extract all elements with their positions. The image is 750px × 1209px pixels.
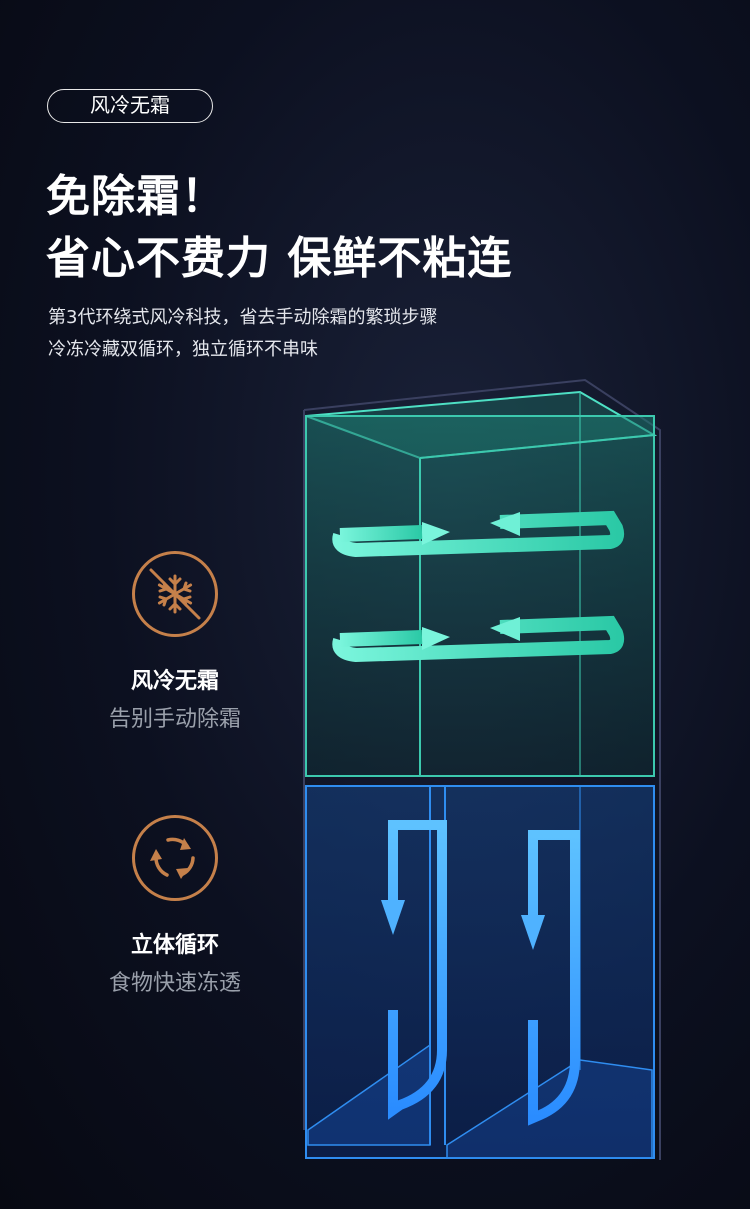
description-line-2: 冷冻冷藏双循环，独立循环不串味 (48, 339, 318, 360)
cycle-arrows-icon (132, 815, 218, 901)
feature-title: 立体循环 (130, 933, 219, 958)
cabinet-frame (303, 378, 661, 1160)
freezer-compartment (305, 785, 655, 1159)
description-line-1: 第3代环绕式风冷科技，省去手动除霜的繁琐步骤 (48, 307, 438, 328)
feature-frost-free: 风冷无霜 告别手动除霜 (90, 551, 260, 733)
feature-subtitle: 食物快速冻透 (108, 971, 241, 996)
freezer-airflow-arrows (381, 820, 580, 1126)
fresh-compartment (305, 390, 658, 777)
feature-3d-circulation: 立体循环 食物快速冻透 (90, 815, 260, 997)
fridge-airflow-illustration (303, 378, 661, 1160)
fresh-airflow-arrows (332, 510, 625, 663)
feature-title: 风冷无霜 (130, 669, 219, 694)
headline-secondary: 省心不费力 保鲜不粘连 (46, 233, 513, 284)
snowflake-crossed-icon (132, 551, 218, 637)
feature-subtitle: 告别手动除霜 (108, 707, 241, 732)
category-tag: 风冷无霜 (47, 89, 213, 123)
headline-primary: 免除霜！ (46, 171, 226, 222)
